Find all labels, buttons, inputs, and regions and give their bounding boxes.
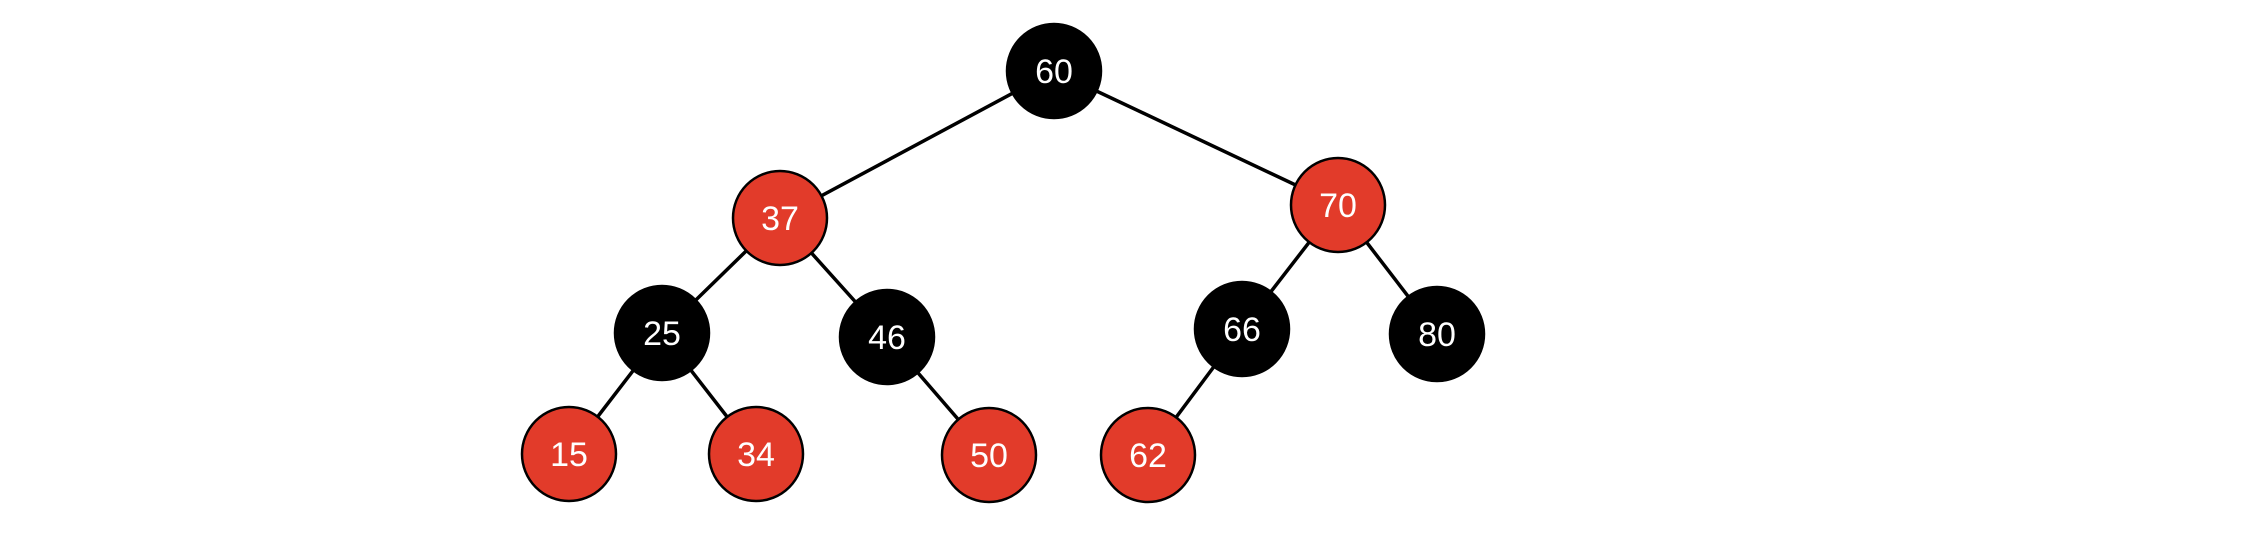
node-circle-80 xyxy=(1388,285,1486,383)
tree-edge-60-37 xyxy=(779,69,1055,220)
node-circle-70 xyxy=(1289,156,1387,254)
tree-node-34: 34 xyxy=(707,405,805,503)
node-circle-60 xyxy=(1005,22,1103,120)
node-label-46: 46 xyxy=(868,319,906,357)
tree-edge-60-70 xyxy=(1053,69,1339,207)
tree-node-70: 70 xyxy=(1289,156,1387,254)
node-circle-25 xyxy=(613,284,711,382)
node-label-34: 34 xyxy=(737,436,775,474)
tree-node-50: 50 xyxy=(940,406,1038,504)
tree-node-60: 60 xyxy=(1005,22,1103,120)
tree-node-66: 66 xyxy=(1193,280,1291,378)
node-circle-15 xyxy=(520,405,618,503)
node-circle-34 xyxy=(707,405,805,503)
node-label-37: 37 xyxy=(761,200,799,238)
node-label-60: 60 xyxy=(1035,53,1073,91)
node-circle-66 xyxy=(1193,280,1291,378)
node-label-80: 80 xyxy=(1418,316,1456,354)
node-circle-50 xyxy=(940,406,1038,504)
tree-node-37: 37 xyxy=(731,169,829,267)
tree-node-62: 62 xyxy=(1099,406,1197,504)
node-circle-62 xyxy=(1099,406,1197,504)
tree-node-80: 80 xyxy=(1388,285,1486,383)
node-label-50: 50 xyxy=(970,437,1008,475)
node-label-15: 15 xyxy=(550,436,588,474)
node-label-62: 62 xyxy=(1129,437,1167,475)
node-label-25: 25 xyxy=(643,315,681,353)
tree-node-46: 46 xyxy=(838,288,936,386)
tree-node-15: 15 xyxy=(520,405,618,503)
node-label-70: 70 xyxy=(1319,187,1357,225)
node-circle-46 xyxy=(838,288,936,386)
node-circle-37 xyxy=(731,169,829,267)
tree-node-25: 25 xyxy=(613,284,711,382)
node-label-66: 66 xyxy=(1223,311,1261,349)
